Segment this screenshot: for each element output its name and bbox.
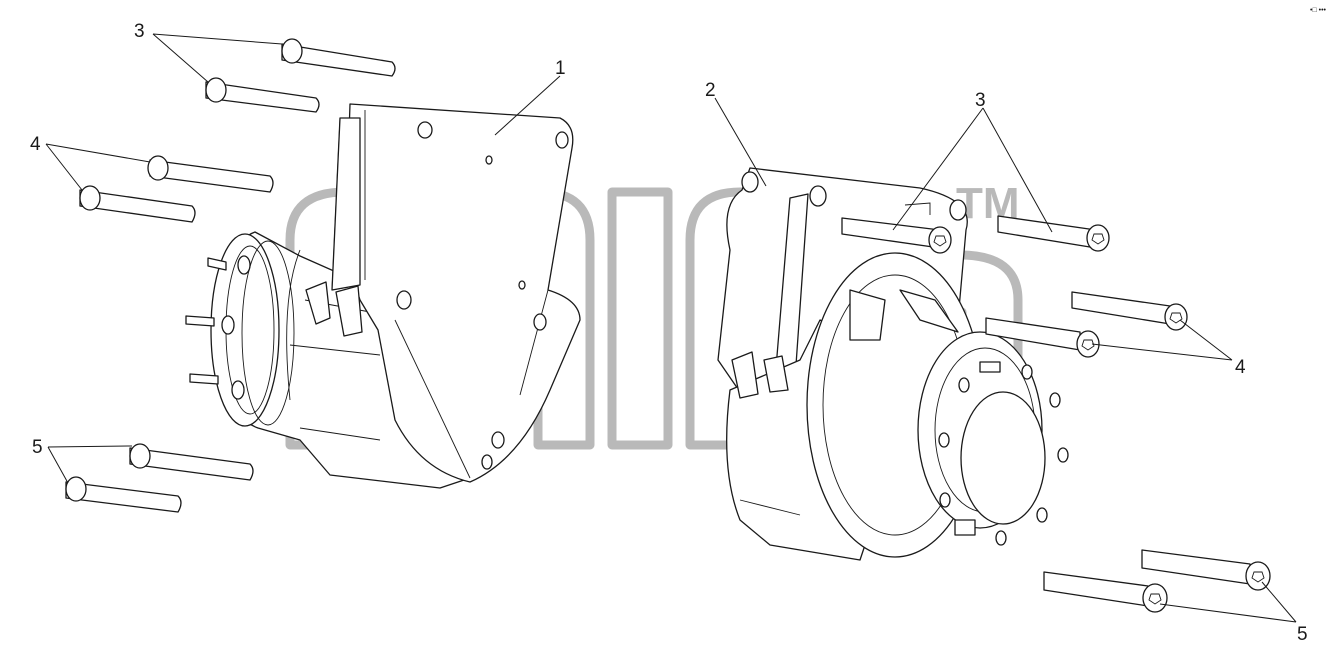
housing-right-part-2 (717, 167, 1069, 561)
corner-mark: •□ ••• (1310, 7, 1327, 14)
callout-bolts-5-right: 5 (1297, 624, 1308, 645)
callout-bolts-3-left: 3 (134, 21, 145, 42)
callout-housing-2: 2 (705, 80, 716, 101)
housing-left-part-1 (185, 103, 581, 489)
callout-bolts-5-left: 5 (32, 437, 43, 458)
bolts-group-4-right (985, 291, 1188, 358)
hub-studs (938, 361, 1069, 546)
bolts-group-4-left (79, 155, 274, 223)
bolts-group-5-right (1043, 549, 1271, 613)
bolts-group-3-left (205, 38, 396, 113)
bolts-group-5-left (65, 443, 254, 513)
callout-bolts-4-left: 4 (30, 134, 41, 155)
callout-bolts-3-right: 3 (975, 90, 986, 111)
bolts-group-3-right (841, 215, 1110, 254)
leader-lines (45, 33, 1297, 623)
callout-bolts-4-right: 4 (1235, 357, 1246, 378)
callout-housing-1: 1 (555, 58, 566, 79)
